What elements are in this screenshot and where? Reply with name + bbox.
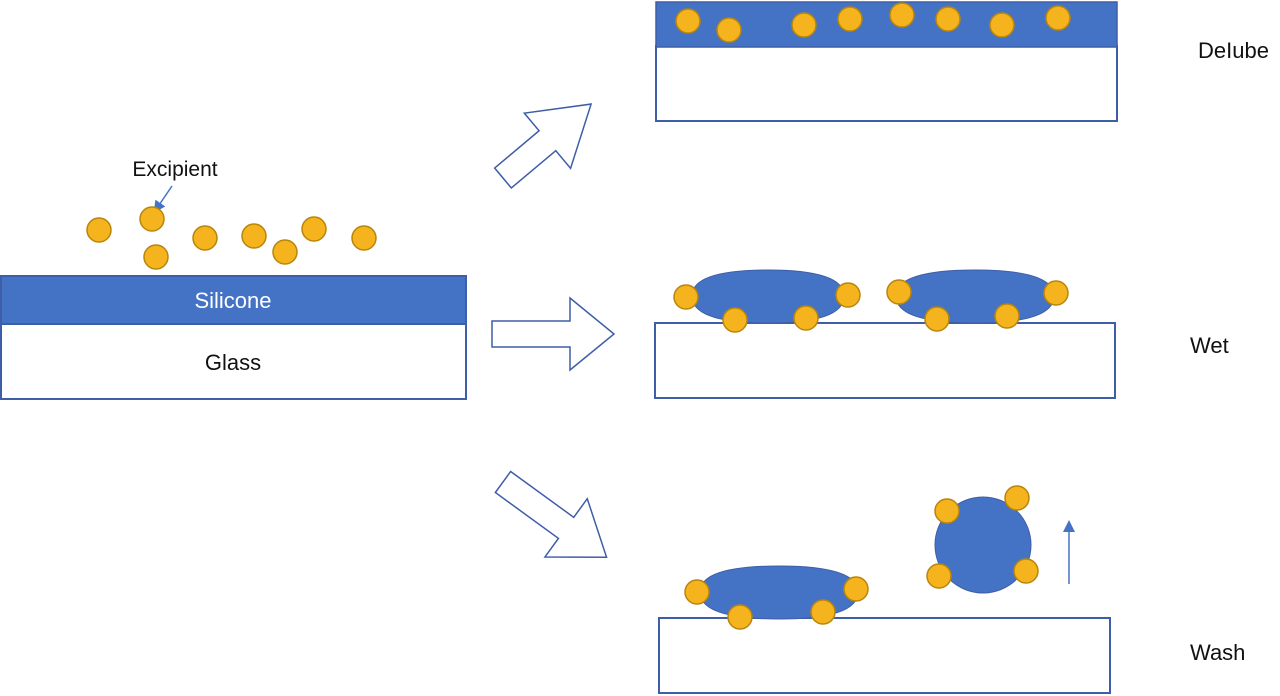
process-arrows bbox=[491, 103, 616, 558]
excipient-particle bbox=[301, 216, 327, 242]
excipient-pointer-arrow bbox=[153, 185, 173, 213]
excipient-particle bbox=[1004, 485, 1030, 511]
wash-detached-droplet bbox=[934, 496, 1032, 594]
initial-state: Silicone Glass Excipient bbox=[0, 158, 467, 400]
delube-glass-layer bbox=[655, 45, 1118, 122]
wash-particles bbox=[684, 485, 1039, 630]
wet-particles bbox=[673, 279, 1069, 333]
excipient-particle bbox=[272, 239, 298, 265]
excipient-particle bbox=[1045, 5, 1071, 31]
excipient-particle bbox=[143, 244, 169, 270]
excipient-particle bbox=[351, 225, 377, 251]
free-excipient-particles bbox=[86, 206, 377, 270]
excipient-particle bbox=[241, 223, 267, 249]
excipient-particle bbox=[684, 579, 710, 605]
excipient-label: Excipient bbox=[132, 158, 217, 181]
arrow-to-delube bbox=[493, 103, 593, 190]
delube-state: DeIube bbox=[655, 1, 1269, 122]
excipient-particle bbox=[727, 604, 753, 630]
excipient-particle bbox=[716, 17, 742, 43]
excipient-particle bbox=[886, 279, 912, 305]
excipient-particle bbox=[86, 217, 112, 243]
excipient-particle bbox=[722, 307, 748, 333]
initial-glass-layer bbox=[0, 322, 467, 400]
excipient-particle bbox=[835, 282, 861, 308]
delube-embedded-particles bbox=[675, 2, 1071, 43]
wash-glass-layer bbox=[658, 617, 1111, 694]
excipient-particle bbox=[889, 2, 915, 28]
excipient-particle bbox=[926, 563, 952, 589]
excipient-particle bbox=[994, 303, 1020, 329]
excipient-particle bbox=[675, 8, 701, 34]
excipient-particle bbox=[673, 284, 699, 310]
excipient-particle bbox=[1043, 280, 1069, 306]
wet-silicone-droplet bbox=[895, 269, 1055, 324]
delube-label: DeIube bbox=[1198, 38, 1269, 63]
wet-label: Wet bbox=[1190, 333, 1229, 358]
excipient-particle bbox=[924, 306, 950, 332]
wash-state: Wash bbox=[658, 485, 1245, 694]
excipient-particle bbox=[810, 599, 836, 625]
excipient-particle bbox=[1013, 558, 1039, 584]
wet-silicone-droplet bbox=[691, 269, 845, 324]
wet-glass-layer bbox=[654, 322, 1116, 399]
arrow-to-wet bbox=[491, 296, 616, 372]
excipient-particle bbox=[139, 206, 165, 232]
silicone-label: Silicone bbox=[194, 288, 271, 313]
wet-state: Wet bbox=[654, 269, 1229, 399]
arrow-to-wash bbox=[494, 470, 608, 558]
excipient-particle bbox=[192, 225, 218, 251]
initial-silicone-layer bbox=[0, 275, 467, 325]
excipient-particle bbox=[791, 12, 817, 38]
wash-label: Wash bbox=[1190, 640, 1245, 665]
excipient-particle bbox=[935, 6, 961, 32]
excipient-particle bbox=[934, 498, 960, 524]
excipient-particle bbox=[989, 12, 1015, 38]
glass-label: Glass bbox=[205, 350, 261, 375]
excipient-particle bbox=[837, 6, 863, 32]
excipient-particle bbox=[843, 576, 869, 602]
excipient-particle bbox=[793, 305, 819, 331]
